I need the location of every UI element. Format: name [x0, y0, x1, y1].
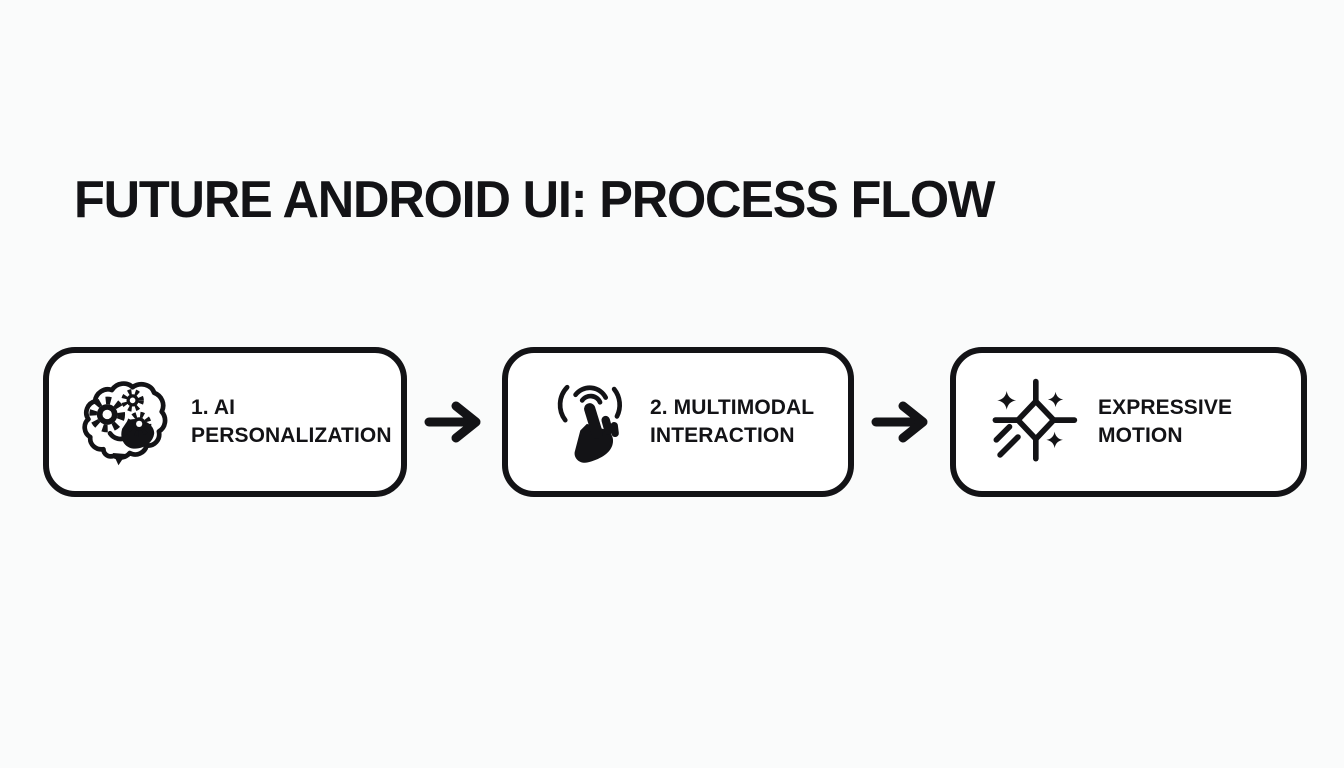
page-title: FUTURE ANDROID UI: PROCESS FLOW — [74, 171, 996, 229]
arrow-right-icon — [407, 399, 502, 445]
brain-gears-icon — [79, 375, 173, 469]
flow-step-label-line: 2. MULTIMODAL — [650, 396, 815, 419]
sparkle-motion-icon — [986, 375, 1080, 469]
flow-step-label: 1. AI PERSONALIZATION — [191, 394, 392, 450]
flow-step-ai-personalization: 1. AI PERSONALIZATION — [43, 347, 407, 497]
flow-step-label-line: INTERACTION — [650, 424, 795, 447]
flow-step-label-line: MOTION — [1098, 424, 1183, 447]
flow-step-label: 2. MULTIMODAL INTERACTION — [650, 394, 814, 450]
process-flow: 1. AI PERSONALIZATION — [43, 347, 1307, 497]
flow-step-label: EXPRESSIVE MOTION — [1098, 394, 1232, 450]
arrow-right-icon — [854, 399, 950, 445]
flow-step-label-line: EXPRESSIVE — [1098, 396, 1233, 419]
flow-step-label-line: 1. AI — [191, 396, 236, 419]
flow-step-multimodal-interaction: 2. MULTIMODAL INTERACTION — [502, 347, 854, 497]
tap-gesture-icon — [538, 375, 632, 469]
flow-step-label-line: PERSONALIZATION — [191, 424, 392, 447]
flow-step-expressive-motion: EXPRESSIVE MOTION — [950, 347, 1307, 497]
